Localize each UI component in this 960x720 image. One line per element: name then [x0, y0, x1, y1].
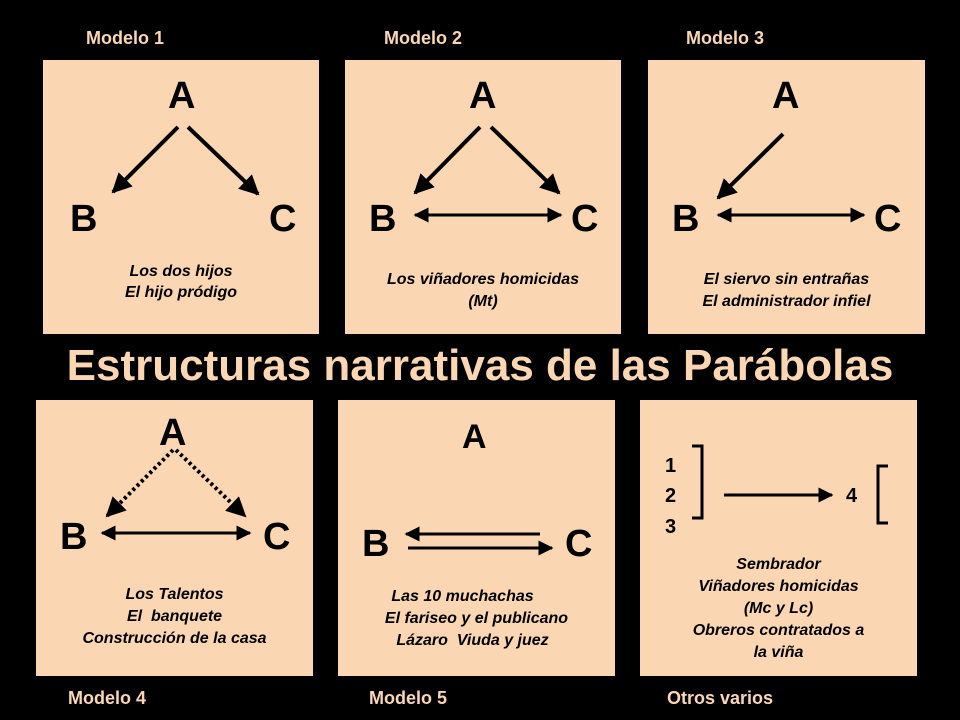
left-bracket — [692, 444, 704, 520]
model-4-diagram — [100, 448, 252, 541]
model-5-label: Modelo 5 — [369, 688, 448, 708]
model-5-caption-3: Lázaro Viuda y juez — [396, 632, 549, 649]
model-3-caption-1: El siervo sin entrañas — [703, 271, 870, 288]
node-b: B — [60, 516, 88, 558]
node-c: C — [565, 523, 593, 565]
other-caption-2: Viñadores homicidas — [698, 578, 859, 595]
node-c: C — [269, 198, 297, 240]
node-b: B — [369, 198, 397, 240]
model-3-label: Modelo 3 — [686, 28, 765, 48]
model-3-panel: A B C El siervo sin entrañas El administ… — [648, 60, 925, 334]
model-1-diagram — [111, 125, 260, 196]
arrow-a-to-c — [186, 125, 260, 196]
model-3-diagram — [716, 132, 866, 223]
model-5-diagram — [404, 526, 554, 556]
node-c: C — [874, 198, 902, 240]
number-3: 3 — [665, 516, 677, 538]
arrow-a-to-b — [413, 125, 482, 195]
arrow-a-to-b — [716, 132, 785, 200]
number-2: 2 — [665, 485, 677, 507]
dotted-arrow-a-to-b — [105, 448, 175, 518]
number-4: 4 — [846, 485, 858, 507]
node-b: B — [70, 198, 98, 240]
main-title: Estructuras narrativas de las Parábolas — [66, 341, 894, 390]
node-a: A — [469, 75, 497, 117]
model-3-caption-2: El administrador infiel — [702, 293, 871, 310]
model-2-label: Modelo 2 — [384, 28, 463, 48]
node-a: A — [462, 418, 487, 456]
model-1-panel: A B C Los dos hijos El hijo pródigo — [43, 60, 319, 334]
other-models-panel: 1 2 3 4 Sembrador Viñadores homicidas (M… — [640, 400, 917, 676]
model-2-caption-1: Los viñadores homicidas — [386, 271, 580, 288]
node-b: B — [672, 198, 700, 240]
model-5-caption-2: El fariseo y el publicano — [384, 610, 569, 627]
node-c: C — [263, 516, 291, 558]
model-2-diagram — [413, 125, 563, 223]
number-1: 1 — [665, 455, 677, 477]
model-4-panel: A B C Los Talentos El banquete Construcc… — [36, 400, 313, 676]
model-4-caption-1: Los Talentos — [125, 586, 224, 603]
model-2-panel: A B C Los viñadores homicidas (Mt) — [345, 60, 621, 334]
arrow-a-to-c — [489, 125, 561, 195]
other-caption-1: Sembrador — [736, 556, 821, 573]
model-5-panel: A B C Las 10 muchachas El fariseo y el p… — [338, 400, 615, 676]
other-caption-5: la viña — [753, 644, 804, 661]
right-bracket — [876, 464, 888, 525]
other-caption-4: Obreros contratados a — [692, 622, 865, 639]
dotted-arrow-a-to-c — [174, 448, 247, 518]
other-caption-3: (Mc y Lc) — [743, 600, 814, 617]
other-models-label: Otros varios — [667, 688, 774, 708]
model-4-caption-2: El banquete — [126, 608, 223, 625]
model-4-caption-3: Construcción de la casa — [82, 630, 267, 647]
model-1-caption-1: Los dos hijos — [129, 263, 233, 280]
node-b: B — [362, 523, 390, 565]
model-4-label: Modelo 4 — [68, 688, 147, 708]
model-1-caption-2: El hijo pródigo — [125, 284, 237, 301]
model-2-caption-2: (Mt) — [468, 293, 498, 310]
node-a: A — [772, 75, 800, 117]
node-a: A — [159, 412, 187, 454]
model-1-label: Modelo 1 — [86, 28, 165, 48]
node-a: A — [168, 75, 196, 117]
node-c: C — [571, 198, 599, 240]
arrow-a-to-b — [111, 125, 180, 194]
model-5-caption-1: Las 10 muchachas — [391, 588, 534, 605]
other-models-diagram — [692, 444, 888, 525]
